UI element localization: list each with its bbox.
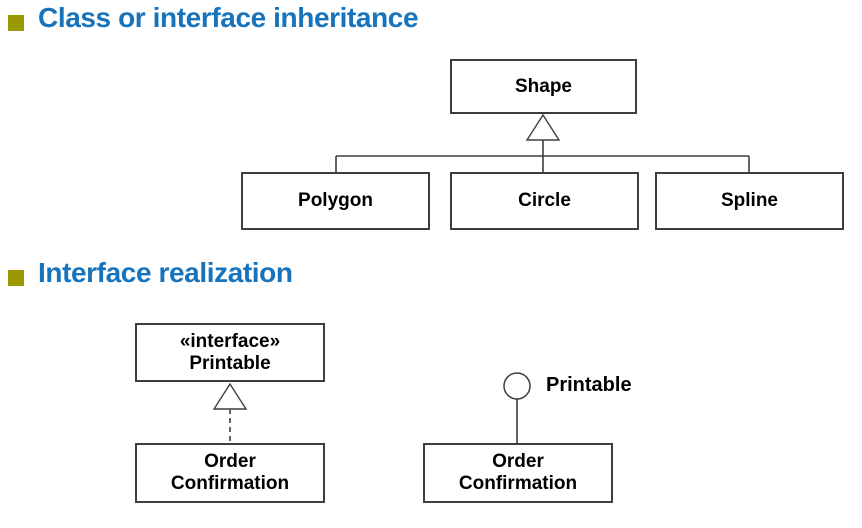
realization-triangle-icon	[212, 382, 248, 410]
section-bullet-icon	[8, 15, 24, 31]
class-name: Circle	[518, 190, 571, 211]
generalization-triangle-icon	[525, 113, 561, 141]
class-box-circle: Circle	[450, 172, 639, 230]
section-title: Interface realization	[38, 257, 293, 288]
class-box-polygon: Polygon	[241, 172, 430, 230]
class-name: Shape	[514, 75, 573, 97]
interface-box-printable: «interface» Printable	[135, 323, 325, 382]
class-box-shape: Shape	[450, 59, 637, 114]
interface-stereotype: «interface»	[179, 330, 281, 352]
class-name: Spline	[720, 190, 778, 211]
class-box-order-confirmation: Order Confirmation	[135, 443, 325, 503]
class-box-order-confirmation: Order Confirmation	[423, 443, 613, 503]
lollipop-interface-icon	[503, 372, 531, 400]
lollipop-interface-name: Printable	[546, 374, 632, 396]
interface-name: Printable	[189, 352, 271, 374]
section-bullet-icon	[8, 270, 24, 286]
class-name-line2: Confirmation	[458, 473, 578, 494]
class-name: Polygon	[298, 190, 373, 211]
class-name-line2: Confirmation	[170, 473, 290, 494]
class-name-line1: Order	[492, 451, 544, 472]
section-title: Class or interface inheritance	[38, 2, 419, 33]
class-box-spline: Spline	[655, 172, 844, 230]
class-name-line1: Order	[204, 451, 256, 472]
